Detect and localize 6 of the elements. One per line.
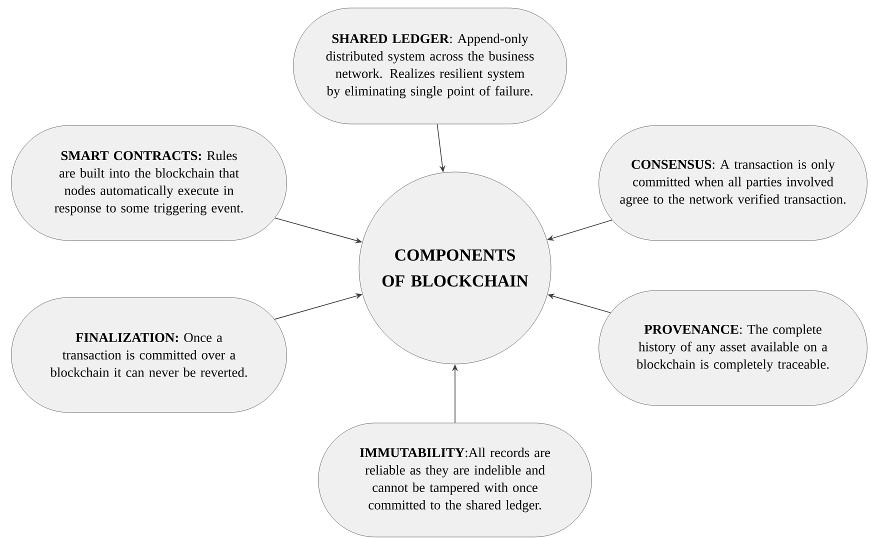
- component-box: SMART CONTRACTS: Rules are built into the blockchain that nodes automatically execute in response to some triggering event.: [11, 125, 287, 241]
- component-box: IMMUTABILITY:All records are reliable as they are indelible and cannot be tampered with once committed to the shared ledger.: [318, 422, 592, 538]
- component-box: CONSENSUS: A transaction is only committed when all parties involved agree to the network verified transaction.: [598, 125, 868, 241]
- component-box: PROVENANCE: The complete history of any asset available on a blockchain is completely traceable.: [598, 290, 868, 406]
- component-box: FINALIZATION: Once a transaction is committed over a blockchain it can never be reverted.: [11, 297, 287, 413]
- component-box: SHARED LEDGER: Append-only distributed system across the business network. Realizes resilient system by eliminating single point of failure.: [293, 8, 567, 124]
